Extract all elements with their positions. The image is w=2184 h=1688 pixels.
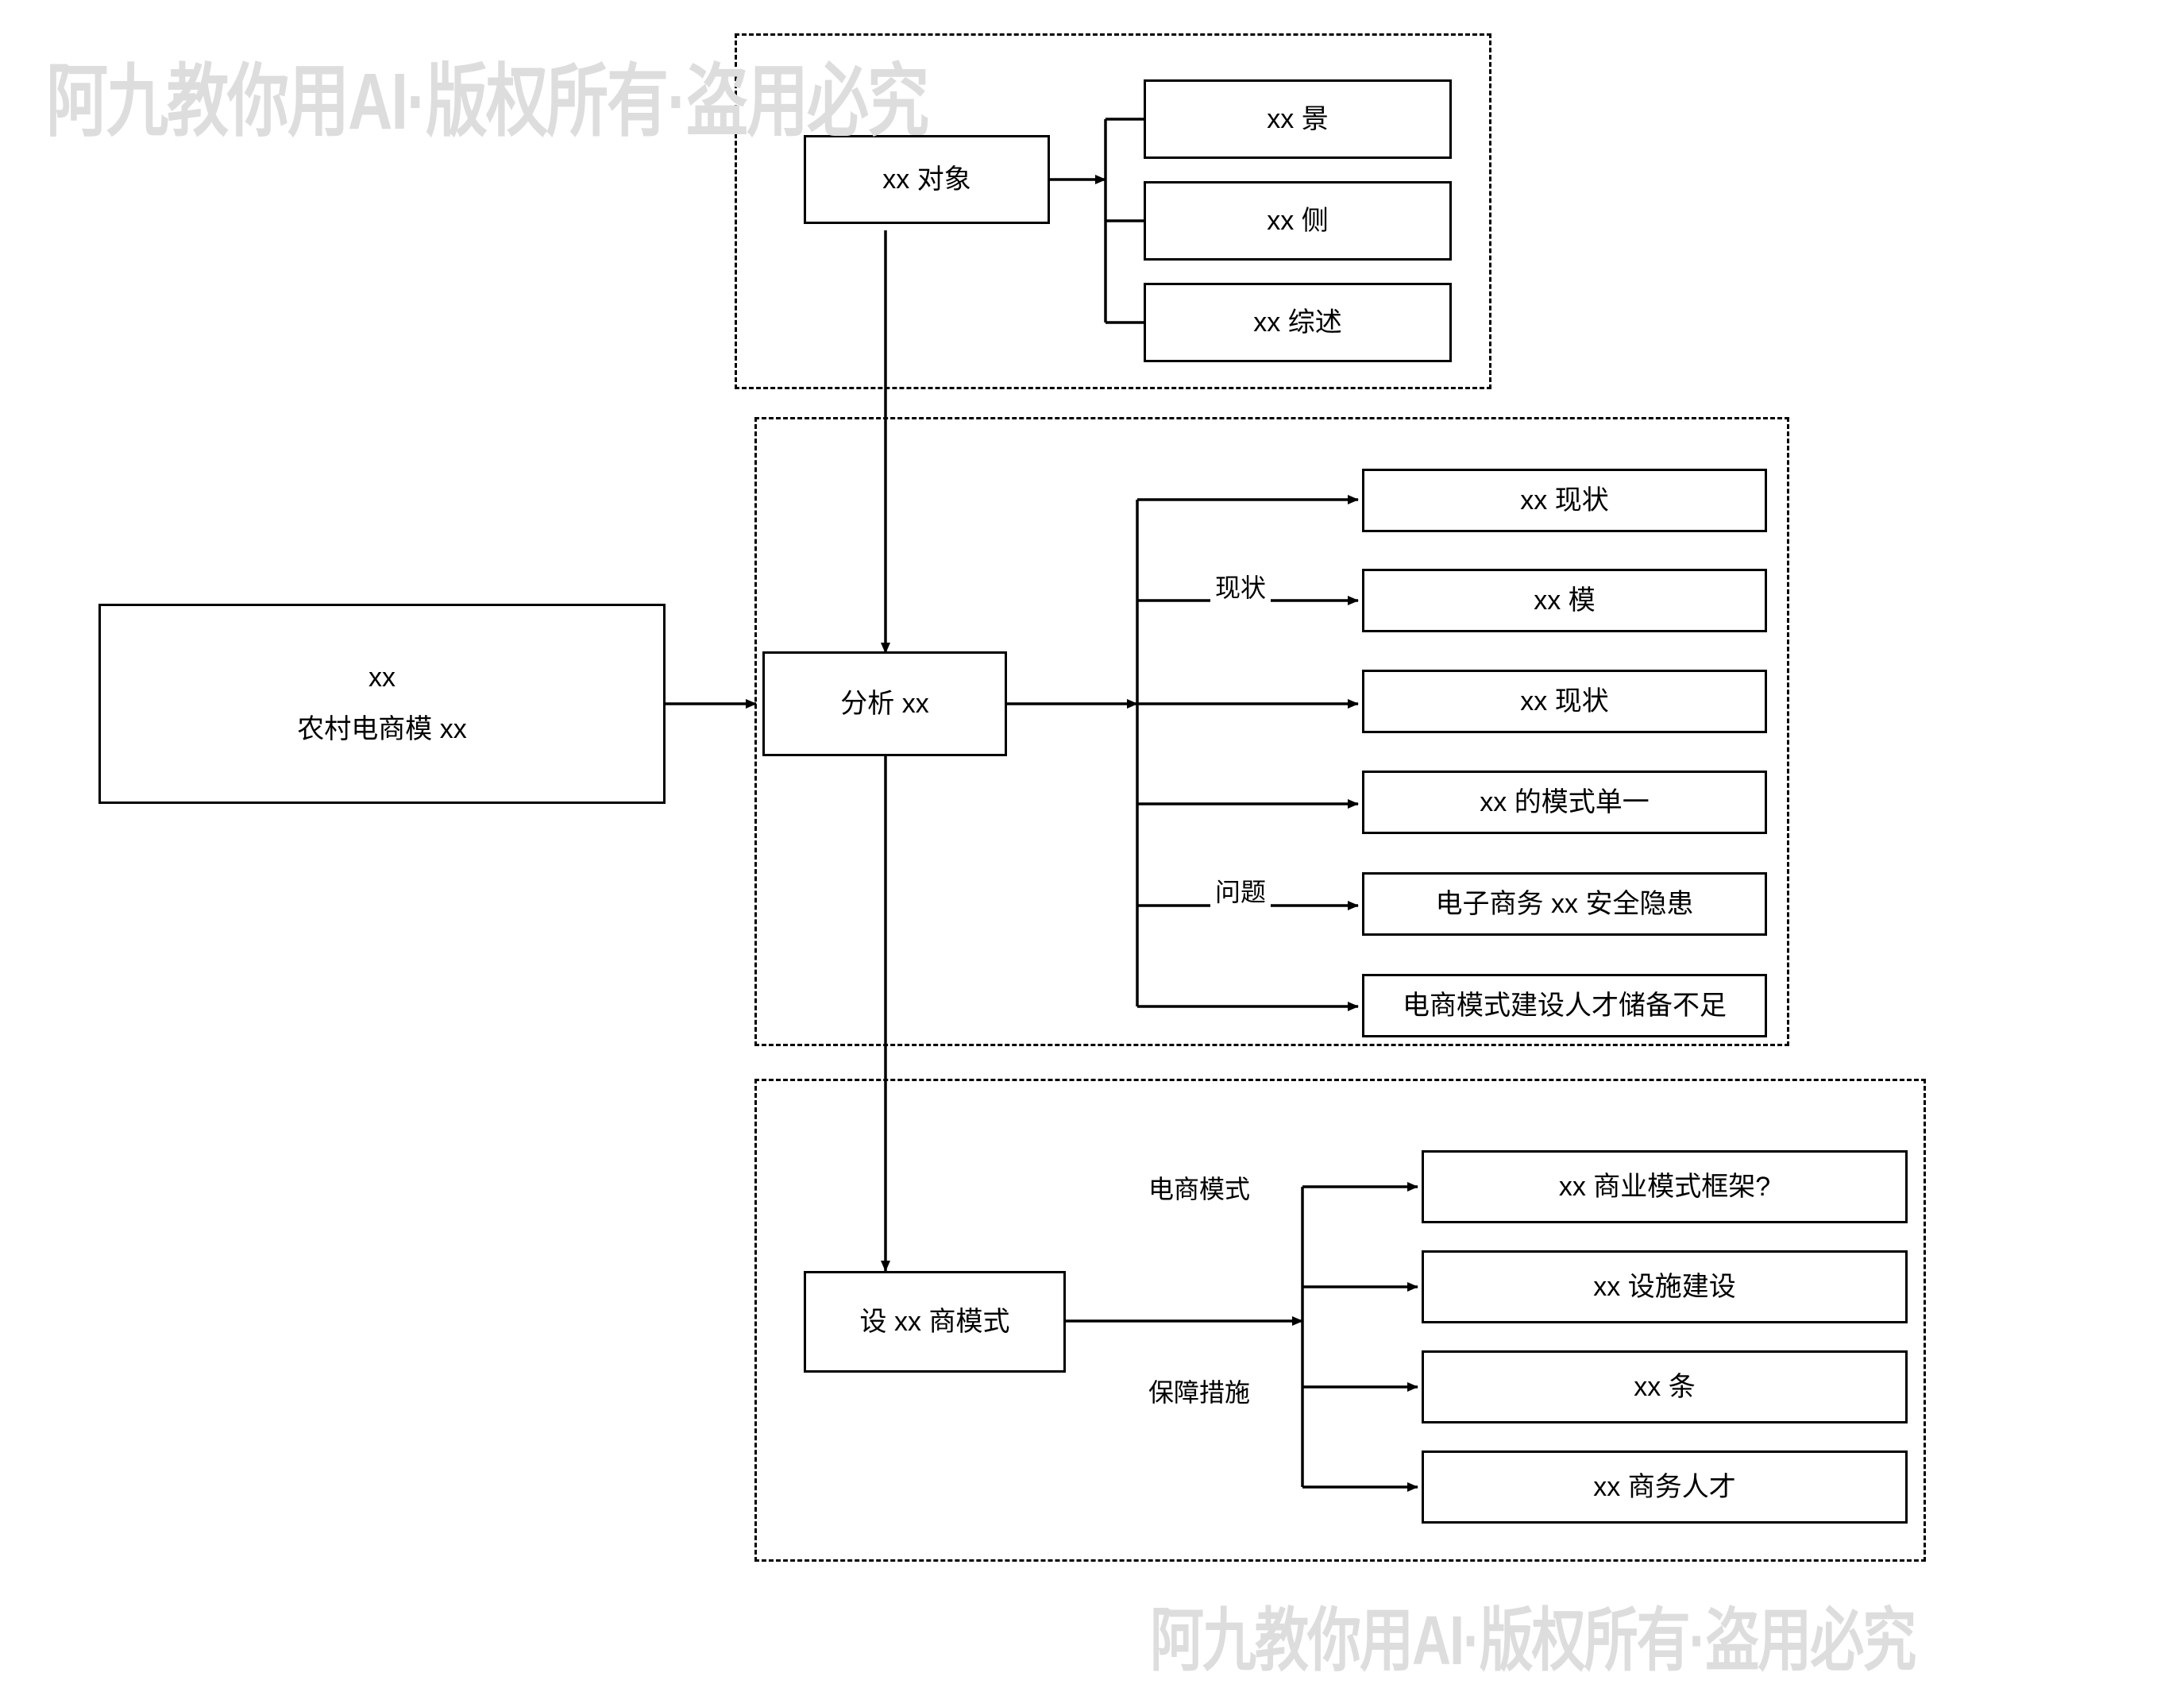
edge-label-ecommerce-mode: 电商模式	[1144, 1169, 1256, 1206]
edge-label-problem: 问题	[1210, 872, 1271, 909]
node-design[interactable]: 设 xx 商模式	[804, 1271, 1066, 1373]
node-object-child-1[interactable]: xx 景	[1144, 79, 1452, 159]
node-design-child-1[interactable]: xx 商业模式框架?	[1422, 1150, 1908, 1223]
node-analysis-child-3[interactable]: xx 现状	[1362, 670, 1767, 733]
node-root-line1: xx	[369, 662, 396, 693]
node-analysis-child-2[interactable]: xx 模	[1362, 569, 1767, 632]
node-root-line2: 农村电商模 xx	[297, 714, 467, 744]
node-analysis[interactable]: 分析 xx	[762, 651, 1007, 756]
node-object-child-3[interactable]: xx 综述	[1144, 283, 1452, 362]
node-object[interactable]: xx 对象	[804, 135, 1050, 224]
edge-label-status: 现状	[1210, 568, 1271, 605]
node-analysis-child-6[interactable]: 电商模式建设人才储备不足	[1362, 974, 1767, 1037]
node-design-child-3[interactable]: xx 条	[1422, 1350, 1908, 1423]
watermark-bottom: 阿九教你用AI·版权所有·盗用必究	[1150, 1602, 1916, 1680]
node-design-child-4[interactable]: xx 商务人才	[1422, 1450, 1908, 1524]
node-analysis-child-1[interactable]: xx 现状	[1362, 469, 1767, 532]
node-analysis-child-5[interactable]: 电子商务 xx 安全隐患	[1362, 872, 1767, 936]
watermark-top: 阿九教你用AI·版权所有·盗用必究	[46, 56, 929, 146]
node-analysis-child-4[interactable]: xx 的模式单一	[1362, 771, 1767, 834]
edge-label-guarantee-measures: 保障措施	[1144, 1373, 1256, 1409]
node-object-child-2[interactable]: xx 侧	[1144, 181, 1452, 261]
node-root[interactable]: xx 农村电商模 xx	[98, 604, 666, 804]
node-design-child-2[interactable]: xx 设施建设	[1422, 1250, 1908, 1323]
